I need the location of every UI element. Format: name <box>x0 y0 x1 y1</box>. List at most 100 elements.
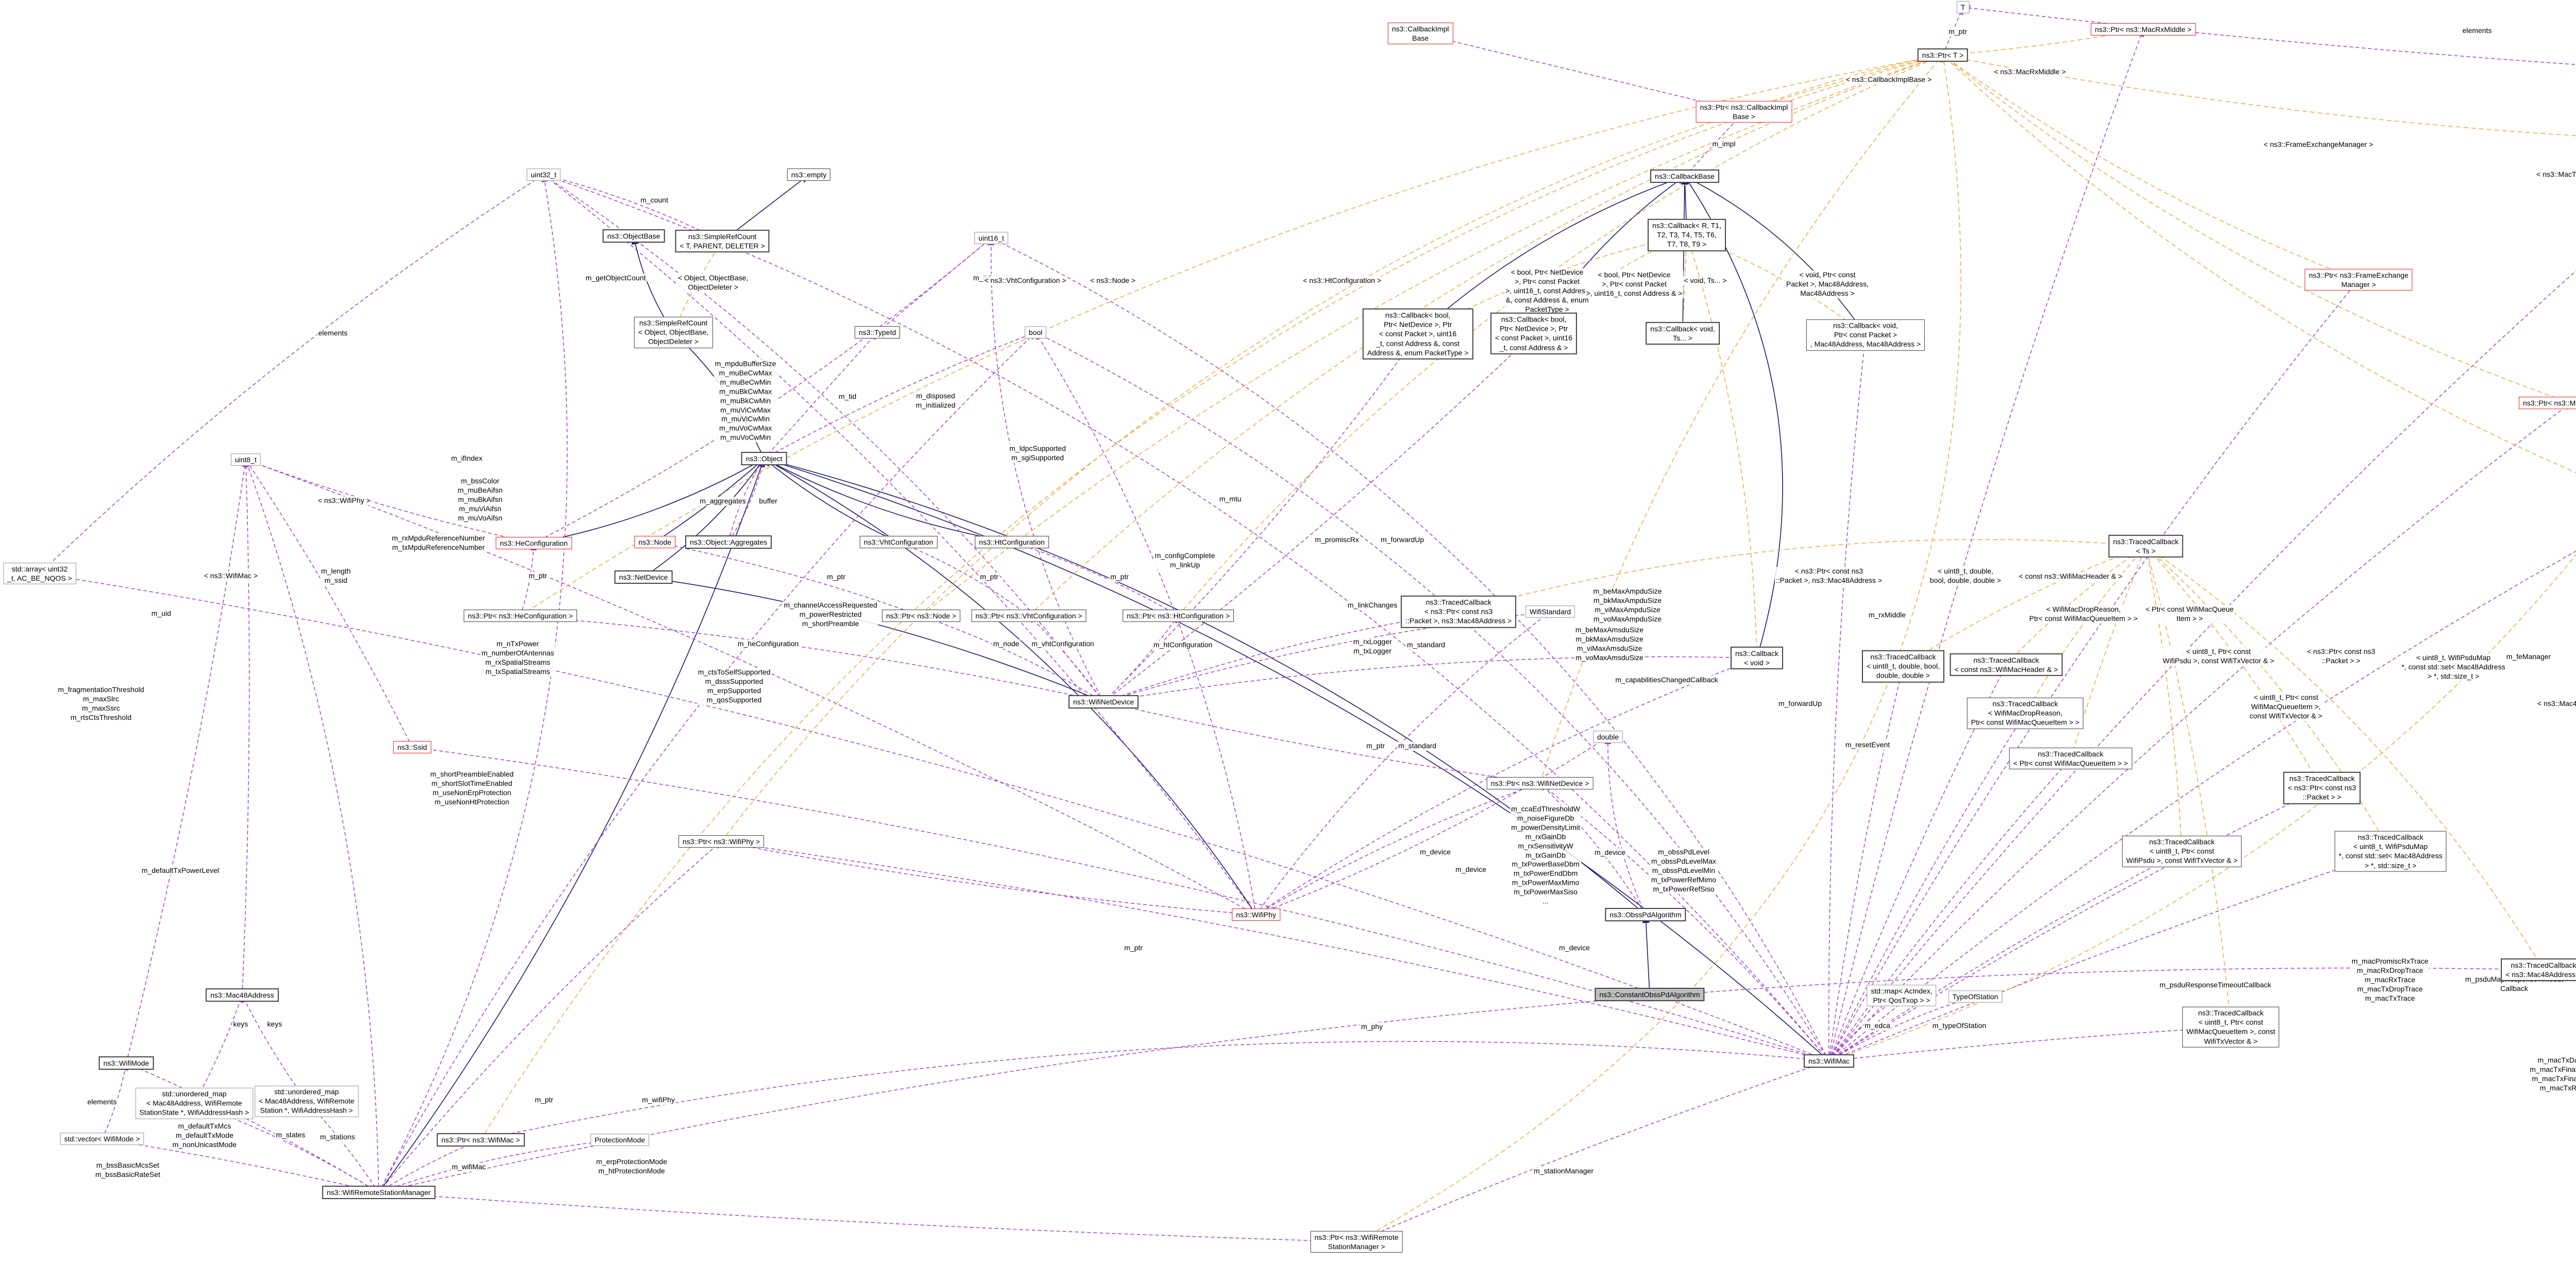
edge-tc_u8_4d-tc_ts <box>1903 545 2147 667</box>
node-constobsspd[interactable]: ns3::ConstantObssPdAlgorithm <box>1595 987 1705 1002</box>
node-callback_tmpl[interactable]: ns3::Callback< R, T1, T2, T3, T4, T5, T6… <box>1648 218 1726 251</box>
edge-wifimac-ptr_rxm <box>1828 28 2144 1062</box>
edge-label: m_ctsToSelfSupported m_dsssSupported m_e… <box>697 668 772 705</box>
node-tc_machdr[interactable]: ns3::TracedCallback < const ns3::WifiMac… <box>1950 653 2063 677</box>
node-src_tmpl[interactable]: ns3::SimpleRefCount < T, PARENT, DELETER… <box>675 229 770 253</box>
node-tc_mqi[interactable]: ns3::TracedCallback < Ptr< const WifiMac… <box>2009 747 2132 770</box>
node-ptr_txm[interactable]: ns3::Ptr< ns3::MacTxMiddle > <box>2519 396 2576 410</box>
node-ptr_cb_implbase[interactable]: ns3::Ptr< ns3::CallbackImpl Base > <box>1696 100 1792 123</box>
edge-label: m_getObjectCount <box>584 274 647 283</box>
edge-wifiphy-cb_void <box>1256 658 1758 915</box>
node-typeid[interactable]: ns3::TypeId <box>854 326 901 339</box>
edge-label: < ns3::MacRxMiddle > <box>1993 68 2067 77</box>
edge-wrsm-ptr_wifiphy <box>378 841 722 1193</box>
node-ptr_fem[interactable]: ns3::Ptr< ns3::FrameExchange Manager > <box>2304 268 2413 291</box>
node-ptr_vht[interactable]: ns3::Ptr< ns3::VhtConfiguration > <box>971 609 1087 622</box>
node-mac48[interactable]: ns3::Mac48Address <box>206 988 279 1002</box>
node-callback_base[interactable]: ns3::CallbackBase <box>1650 169 1719 183</box>
edge-wifimac-ssid <box>411 745 1829 1062</box>
edge-label: buffer <box>758 497 778 506</box>
node-uint32[interactable]: uint32_t <box>527 168 561 181</box>
node-vhtconf[interactable]: ns3::VhtConfiguration <box>859 535 938 549</box>
edge-ptr_wifimac-wifimac <box>480 1041 1830 1140</box>
node-ptr_node[interactable]: ns3::Ptr< ns3::Node > <box>882 609 961 622</box>
node-cb_implbase[interactable]: ns3::CallbackImpl Base <box>1387 22 1453 45</box>
edge-label: < uint8_t, double, bool, double, double … <box>1928 567 2003 585</box>
edge-label: m_configComplete m_linkUp <box>1154 551 1216 570</box>
node-cb_void[interactable]: ns3::Callback < void > <box>1730 646 1784 670</box>
edge-label: m_beMaxAmsduSize m_bkMaxAmsduSize m_viMa… <box>1574 626 1645 663</box>
node-ptr_t[interactable]: ns3::Ptr< T > <box>1917 48 1969 62</box>
node-umap_state[interactable]: std::unordered_map < Mac48Address, WifiR… <box>135 1087 253 1119</box>
node-wifiphy[interactable]: ns3::WifiPhy <box>1232 908 1280 921</box>
node-cb_bool_pkttype[interactable]: ns3::Callback< bool, Ptr< NetDevice >, P… <box>1362 308 1473 360</box>
edge-label: m_ldpcSupported m_sgiSupported <box>1008 444 1067 463</box>
node-ptr_wifinetdev[interactable]: ns3::Ptr< ns3::WifiNetDevice > <box>1486 777 1594 790</box>
node-tc_mqi_txv[interactable]: ns3::TracedCallback < uint8_t, Ptr< cons… <box>2182 1006 2280 1048</box>
node-wifimac[interactable]: ns3::WifiMac <box>1803 1054 1855 1068</box>
edge-wifinetdev-ptr_he <box>519 613 1104 702</box>
edge-wrsm-wifimode <box>125 1063 379 1193</box>
node-bool[interactable]: bool <box>1024 326 1047 339</box>
node-htconf[interactable]: ns3::HtConfiguration <box>975 535 1049 549</box>
node-objbase[interactable]: ns3::ObjectBase <box>602 229 665 243</box>
node-typeofstation[interactable]: TypeOfStation <box>1948 990 2003 1003</box>
node-tc_psdumap[interactable]: ns3::TracedCallback < uint8_t, WifiPsduM… <box>2334 831 2447 872</box>
node-ssid[interactable]: ns3::Ssid <box>393 741 431 754</box>
node-ptr_he[interactable]: ns3::Ptr< ns3::HeConfiguration > <box>464 609 577 622</box>
node-wrsm[interactable]: ns3::WifiRemoteStationManager <box>322 1185 435 1200</box>
node-map_edca[interactable]: std::map< AcIndex, Ptr< QosTxop > > <box>1867 984 1937 1007</box>
node-cb_void_pkt_mac[interactable]: ns3::Callback< void, Ptr< const Packet >… <box>1806 319 1925 351</box>
node-tc_pkt_mac[interactable]: ns3::TracedCallback < ns3::Ptr< const ns… <box>1400 595 1517 628</box>
node-wifinetdev[interactable]: ns3::WifiNetDevice <box>1068 695 1139 709</box>
edge-tc_pkt_mac-tc_ts <box>1458 539 2147 612</box>
node-tc_dropreason[interactable]: ns3::TracedCallback < WifiMacDropReason,… <box>1967 697 2084 729</box>
node-aggregates[interactable]: ns3::Object::Aggregates <box>685 535 772 549</box>
edge-label: m_macTxDataFailed m_macTxFinalDataFailed… <box>2529 1056 2576 1093</box>
node-tc_psdu_txv[interactable]: ns3::TracedCallback < uint8_t, Ptr< cons… <box>2122 835 2242 867</box>
node-umap_station[interactable]: std::unordered_map < Mac48Address, WifiR… <box>255 1085 359 1117</box>
node-wifimode[interactable]: ns3::WifiMode <box>98 1056 154 1070</box>
edge-label: < void, Ts... > <box>1683 276 1728 285</box>
node-ptr_wifimac[interactable]: ns3::Ptr< ns3::WifiMac > <box>436 1133 525 1147</box>
node-uint16[interactable]: uint16_t <box>974 231 1008 245</box>
node-wifistandard[interactable]: WifiStandard <box>1525 605 1575 618</box>
node-t_box[interactable]: T <box>1956 1 1970 14</box>
edge-label: m_feManager <box>2505 652 2552 662</box>
edge-label: < uint8_t, Ptr< const WifiPsdu >, const … <box>2161 647 2276 666</box>
node-uint8[interactable]: uint8_t <box>230 453 261 466</box>
node-object[interactable]: ns3::Object <box>741 451 787 466</box>
node-protectionmode[interactable]: ProtectionMode <box>590 1133 650 1147</box>
edge-object-bool <box>764 332 1037 459</box>
edge-label: m_stationManager <box>1533 1167 1595 1176</box>
node-obsspd[interactable]: ns3::ObssPdAlgorithm <box>1605 907 1686 922</box>
edge-label: m_resetEvent <box>1844 741 1891 750</box>
node-ptr_wifiphy[interactable]: ns3::Ptr< ns3::WifiPhy > <box>678 835 765 848</box>
edge-label: m_count <box>639 196 669 205</box>
node-ptr_ht[interactable]: ns3::Ptr< ns3::HtConfiguration > <box>1123 609 1234 622</box>
node-tc_mac48[interactable]: ns3::TracedCallback < ns3::Mac48Address … <box>2501 958 2576 982</box>
node-empty[interactable]: ns3::empty <box>787 168 831 181</box>
edge-label: m_heConfiguration <box>736 640 800 649</box>
node-heconf[interactable]: ns3::HeConfiguration <box>496 536 572 550</box>
node-cb_void_ts[interactable]: ns3::Callback< void, Ts... > <box>1646 322 1720 345</box>
node-cb_bool_addr[interactable]: ns3::Callback< bool, Ptr< NetDevice >, P… <box>1490 312 1578 355</box>
node-ptr_rxm[interactable]: ns3::Ptr< ns3::MacRxMiddle > <box>2091 23 2196 36</box>
edge-tc_dropreason-tc_ts <box>2025 545 2146 714</box>
node-tc_pkt[interactable]: ns3::TracedCallback < ns3::Ptr< const ns… <box>2283 771 2361 804</box>
edge-wifinetdev-tc_pkt_mac <box>1103 610 1460 702</box>
node-netdevice[interactable]: ns3::NetDevice <box>614 570 673 584</box>
node-double[interactable]: double <box>1592 730 1623 744</box>
node-tc_u8_4d[interactable]: ns3::TracedCallback < uint8_t, double, b… <box>1861 650 1945 683</box>
node-src_obj[interactable]: ns3::SimpleRefCount < Object, ObjectBase… <box>634 316 713 348</box>
node-ptr_wrsm[interactable]: ns3::Ptr< ns3::WifiRemote StationManager… <box>1310 1231 1403 1253</box>
node-vec_mode[interactable]: std::vector< WifiMode > <box>60 1132 144 1146</box>
edge-label: m_phy <box>1360 1022 1384 1032</box>
node-tc_ts[interactable]: ns3::TracedCallback < Ts > <box>2108 534 2183 558</box>
edge-label: m_stations <box>319 1133 356 1142</box>
edge-ptr_wifiphy-ptr_t <box>721 54 1944 842</box>
node-array32[interactable]: std::array< uint32 _t, AC_BE_NQOS > <box>3 562 76 585</box>
edge-wrsm-object <box>378 458 765 1193</box>
node-node[interactable]: ns3::Node <box>634 535 675 549</box>
edge-ptr_fem-ptr_t <box>1942 55 2359 280</box>
